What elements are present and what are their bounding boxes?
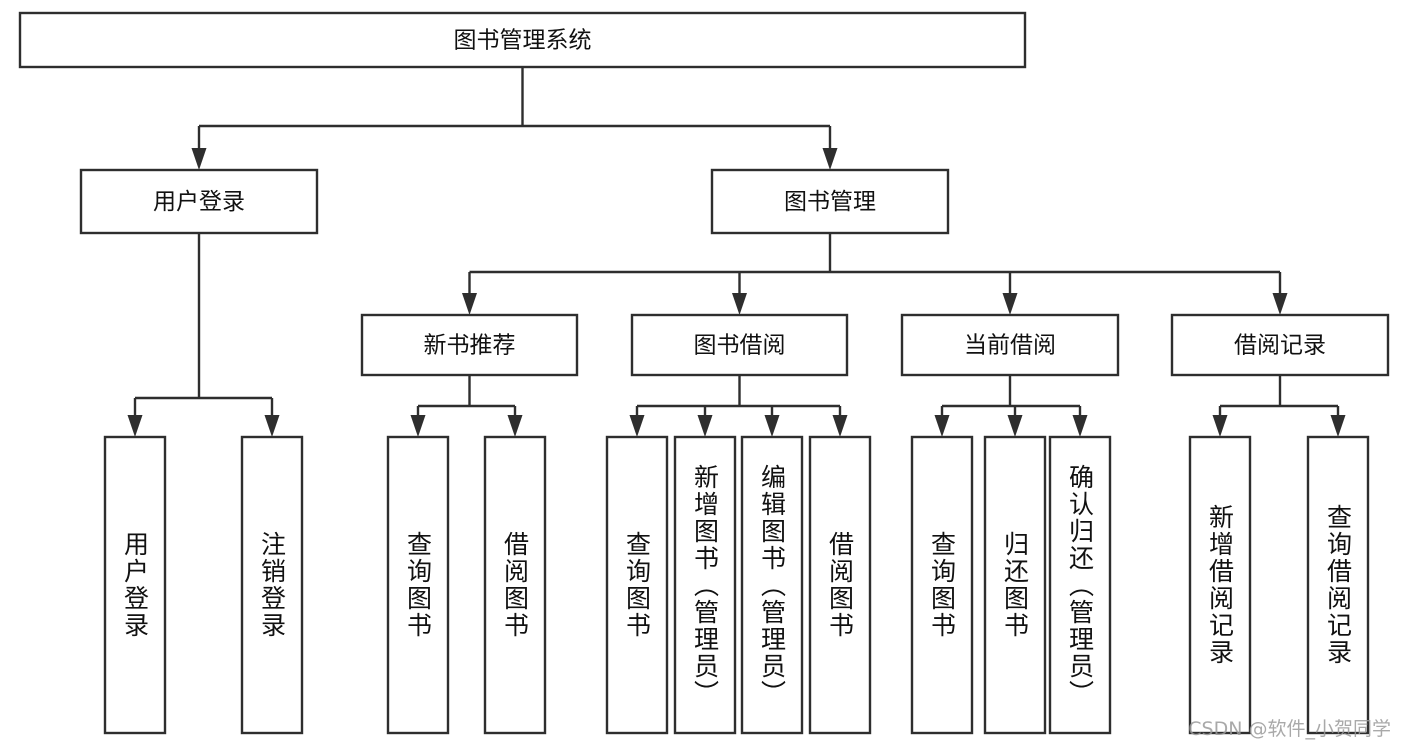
node-login[interactable]: 用户登录 xyxy=(79,168,319,235)
arrow-head-borrow xyxy=(732,293,747,315)
node-box-records[interactable] xyxy=(1170,313,1390,377)
node-box-login[interactable] xyxy=(79,168,319,235)
arrow-head-c-confirm xyxy=(1072,415,1088,437)
arrow-head-b-edit xyxy=(764,415,780,437)
node-b-edit[interactable] xyxy=(740,435,804,735)
node-borrow[interactable]: 图书借阅 xyxy=(630,313,849,377)
node-b-add[interactable] xyxy=(673,435,737,735)
node-box-l-login[interactable] xyxy=(103,435,167,735)
node-r-add[interactable] xyxy=(1188,435,1252,735)
node-label-borrow: 图书借阅 xyxy=(694,333,786,359)
node-box-n-query[interactable] xyxy=(386,435,450,735)
node-r-query[interactable] xyxy=(1306,435,1370,735)
node-box-c-confirm[interactable] xyxy=(1048,435,1112,735)
arrow-head-newbook xyxy=(462,293,477,315)
node-label-root: 图书管理系统 xyxy=(454,28,592,54)
arrow-head-c-return xyxy=(1007,415,1023,437)
node-box-root[interactable] xyxy=(18,11,1027,69)
arrow-head-n-borrow xyxy=(507,415,523,437)
node-label-bookmgmt: 图书管理 xyxy=(784,189,876,215)
node-n-borrow[interactable] xyxy=(483,435,547,735)
node-box-c-query[interactable] xyxy=(910,435,974,735)
arrow-head-r-query xyxy=(1330,415,1346,437)
arrow-head-b-borrow xyxy=(832,415,848,437)
node-label-login: 用户登录 xyxy=(153,189,245,215)
node-box-b-add[interactable] xyxy=(673,435,737,735)
arrow-head-c-query xyxy=(934,415,950,437)
node-records[interactable]: 借阅记录 xyxy=(1170,313,1390,377)
arrow-head-bookmgmt xyxy=(822,148,838,170)
node-box-b-edit[interactable] xyxy=(740,435,804,735)
arrow-head-n-query xyxy=(410,415,426,437)
node-label-current: 当前借阅 xyxy=(964,333,1056,359)
arrow-head-records xyxy=(1272,293,1288,315)
arrow-head-current xyxy=(1002,293,1018,315)
node-box-r-add[interactable] xyxy=(1188,435,1252,735)
arrow-head-l-login xyxy=(127,415,143,437)
node-box-b-query[interactable] xyxy=(605,435,669,735)
arrow-head-r-add xyxy=(1212,415,1228,437)
node-n-query[interactable] xyxy=(386,435,450,735)
arrow-head-b-query xyxy=(629,415,645,437)
node-box-l-logout[interactable] xyxy=(240,435,304,735)
node-c-query[interactable] xyxy=(910,435,974,735)
node-c-return[interactable] xyxy=(983,435,1047,735)
node-current[interactable]: 当前借阅 xyxy=(900,313,1120,377)
node-box-newbook[interactable] xyxy=(360,313,579,377)
arrow-head-b-add xyxy=(697,415,713,437)
node-box-r-query[interactable] xyxy=(1306,435,1370,735)
arrow-head-l-logout xyxy=(264,415,280,437)
node-l-login[interactable] xyxy=(103,435,167,735)
node-c-confirm[interactable] xyxy=(1048,435,1112,735)
node-box-current[interactable] xyxy=(900,313,1120,377)
arrow-head-login xyxy=(191,148,207,170)
node-box-n-borrow[interactable] xyxy=(483,435,547,735)
connector-layer xyxy=(127,67,1346,437)
node-l-logout[interactable] xyxy=(240,435,304,735)
node-box-borrow[interactable] xyxy=(630,313,849,377)
node-box-c-return[interactable] xyxy=(983,435,1047,735)
node-label-records: 借阅记录 xyxy=(1234,333,1326,359)
node-newbook[interactable]: 新书推荐 xyxy=(360,313,579,377)
node-b-query[interactable] xyxy=(605,435,669,735)
node-bookmgmt[interactable]: 图书管理 xyxy=(710,168,950,235)
node-box-b-borrow[interactable] xyxy=(808,435,872,735)
node-label-newbook: 新书推荐 xyxy=(424,333,516,359)
node-box-bookmgmt[interactable] xyxy=(710,168,950,235)
node-root[interactable]: 图书管理系统 xyxy=(18,11,1027,69)
node-b-borrow[interactable] xyxy=(808,435,872,735)
